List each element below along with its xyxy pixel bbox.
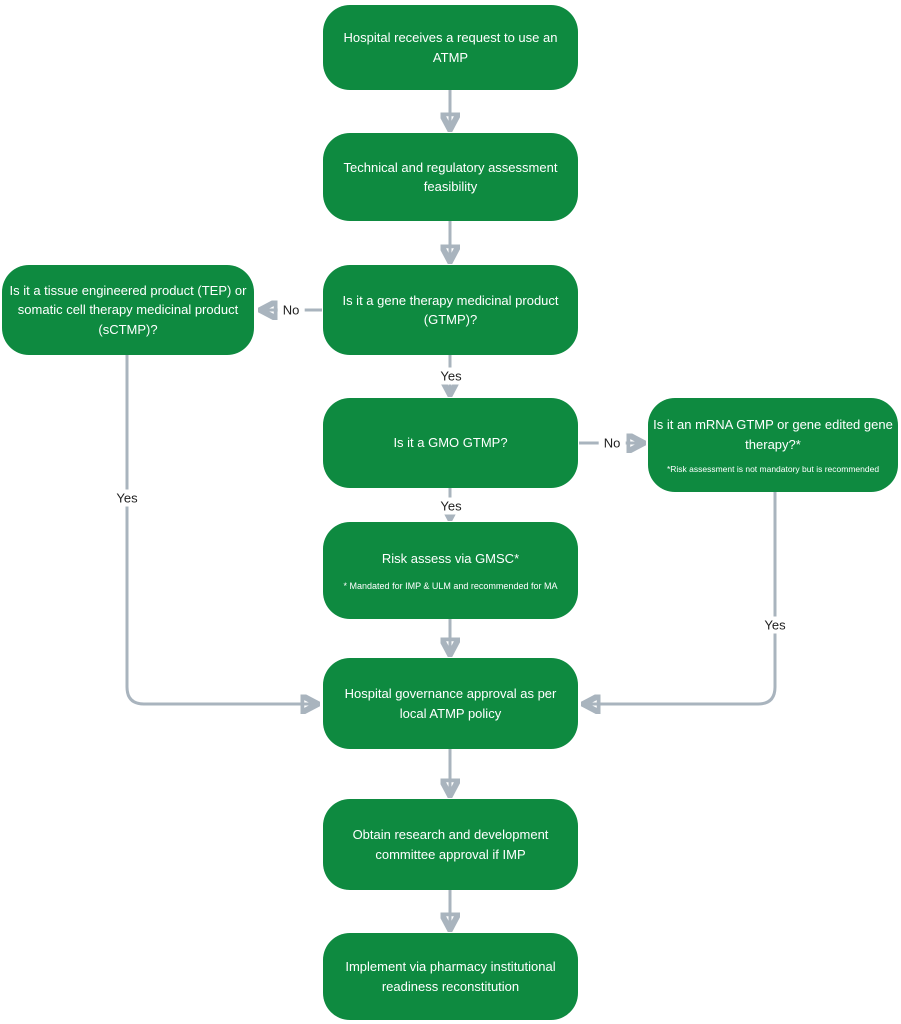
node-tep-sctmp-question: Is it a tissue engineered product (TEP) … <box>2 265 254 355</box>
node-hospital-request: Hospital receives a request to use an AT… <box>323 5 578 90</box>
edge-label-gmo-no: No <box>598 434 626 452</box>
node-feasibility-assessment: Technical and regulatory assessment feas… <box>323 133 578 221</box>
edge-label-gtmp-yes: Yes <box>435 367 467 385</box>
node-implement-pharmacy-label: Implement via pharmacy institutional rea… <box>345 959 556 994</box>
node-tep-sctmp-question-label: Is it a tissue engineered product (TEP) … <box>9 282 247 337</box>
node-hospital-request-label: Hospital receives a request to use an AT… <box>343 30 558 65</box>
node-mrna-question-label: Is it an mRNA GTMP or gene edited gene t… <box>653 417 893 452</box>
node-mrna-footnote: *Risk assessment is not mandatory but is… <box>666 464 880 475</box>
edge-label-gmo-yes: Yes <box>435 497 467 515</box>
node-gtmp-question-label: Is it a gene therapy medicinal product (… <box>342 292 559 328</box>
edge-label-mrna-yes: Yes <box>759 616 791 634</box>
node-gmsc-risk-assess-label: Risk assess via GMSC* <box>381 550 520 566</box>
node-mrna-question: Is it an mRNA GTMP or gene edited gene t… <box>648 398 898 492</box>
edge-label-tep-yes: Yes <box>111 489 143 507</box>
node-gmsc-risk-assess: Risk assess via GMSC* * Mandated for IMP… <box>323 522 578 619</box>
node-rnd-committee-approval-label: Obtain research and development committe… <box>352 827 549 862</box>
node-gmo-gtmp-question: Is it a GMO GTMP? <box>323 398 578 488</box>
node-gmo-gtmp-question-label: Is it a GMO GTMP? <box>393 435 508 451</box>
node-implement-pharmacy: Implement via pharmacy institutional rea… <box>323 933 578 1020</box>
node-gmsc-footnote: * Mandated for IMP & ULM and recommended… <box>343 581 558 592</box>
node-rnd-committee-approval: Obtain research and development committe… <box>323 799 578 890</box>
connector-mrna-yes-to-governance <box>587 492 777 704</box>
node-feasibility-assessment-label: Technical and regulatory assessment feas… <box>343 159 558 195</box>
node-governance-approval: Hospital governance approval as per loca… <box>323 658 578 749</box>
connector-tep-yes-to-governance <box>125 355 314 704</box>
node-governance-approval-label: Hospital governance approval as per loca… <box>344 686 557 721</box>
node-gtmp-question: Is it a gene therapy medicinal product (… <box>323 265 578 355</box>
edge-label-gtmp-no: No <box>277 301 305 319</box>
